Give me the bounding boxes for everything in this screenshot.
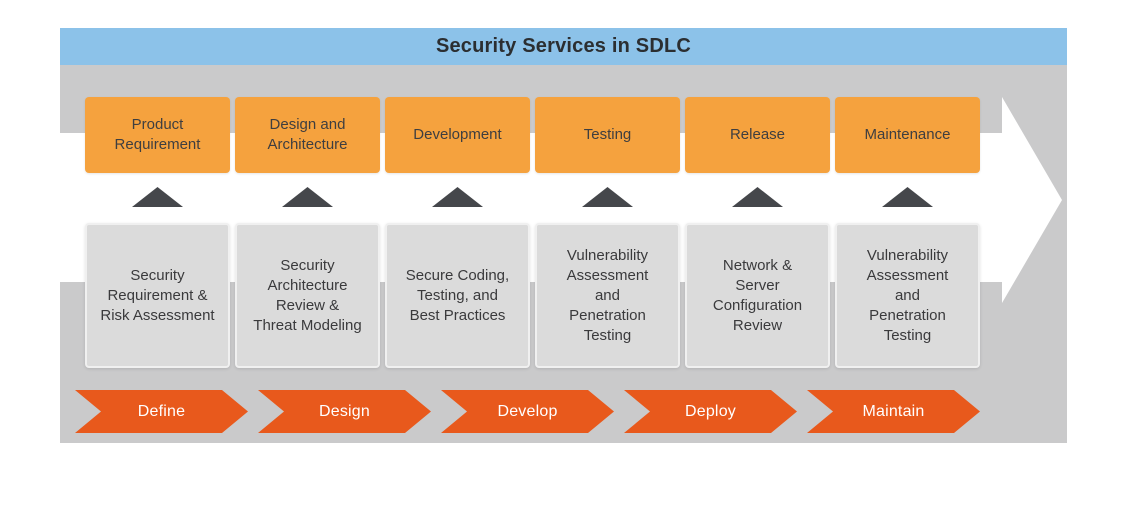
step-label: Develop [497,402,558,420]
stage-box-design-architecture: Design and Architecture [235,97,380,173]
stage-label: Design and Architecture [267,116,348,153]
service-label: Network & Server Configuration Review [712,256,803,334]
service-box-architecture-review: Security Architecture Review & Threat Mo… [235,223,380,368]
stage-label: Product Requirement [114,116,201,153]
stage-label: Development [413,126,502,143]
stage-label: Testing [583,126,632,143]
service-label: Vulnerability Assessment and Penetration… [866,246,949,344]
service-label: Security Requirement & Risk Assessment [100,266,215,324]
stage-label: Maintenance [864,126,951,143]
stage-box-release: Release [685,97,830,173]
step-label: Maintain [862,402,925,420]
step-chevron-deploy: Deploy [624,390,797,433]
title-bar: Security Services in SDLC [60,28,1067,65]
step-label: Define [137,402,186,420]
step-chevron-design: Design [258,390,431,433]
stage-label: Release [729,126,786,143]
diagram-title: Security Services in SDLC [435,35,692,57]
step-chevron-define: Define [75,390,248,433]
service-box-secure-coding: Secure Coding, Testing, and Best Practic… [385,223,530,368]
service-box-security-requirement: Security Requirement & Risk Assessment [85,223,230,368]
step-chevron-maintain: Maintain [807,390,980,433]
service-box-vulnerability-assessment-2: Vulnerability Assessment and Penetration… [835,223,980,368]
service-label: Secure Coding, Testing, and Best Practic… [405,266,510,324]
service-box-vulnerability-assessment: Vulnerability Assessment and Penetration… [535,223,680,368]
stage-box-development: Development [385,97,530,173]
service-label: Security Architecture Review & Threat Mo… [253,256,362,334]
step-label: Design [318,402,370,420]
step-label: Deploy [684,402,736,420]
service-box-network-configuration: Network & Server Configuration Review [685,223,830,368]
stage-box-testing: Testing [535,97,680,173]
stage-box-maintenance: Maintenance [835,97,980,173]
step-chevron-develop: Develop [441,390,614,433]
stage-box-product-requirement: Product Requirement [85,97,230,173]
service-label: Vulnerability Assessment and Penetration… [566,246,649,344]
